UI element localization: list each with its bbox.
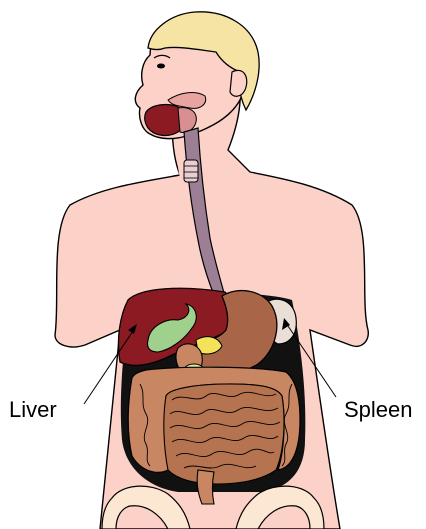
small-intestine [164,384,284,484]
liver-label: Liver [9,399,57,421]
ear [230,70,247,96]
rectum [197,470,214,504]
spleen-label: Spleen [344,399,413,421]
eye [157,64,165,69]
trachea [184,160,198,182]
